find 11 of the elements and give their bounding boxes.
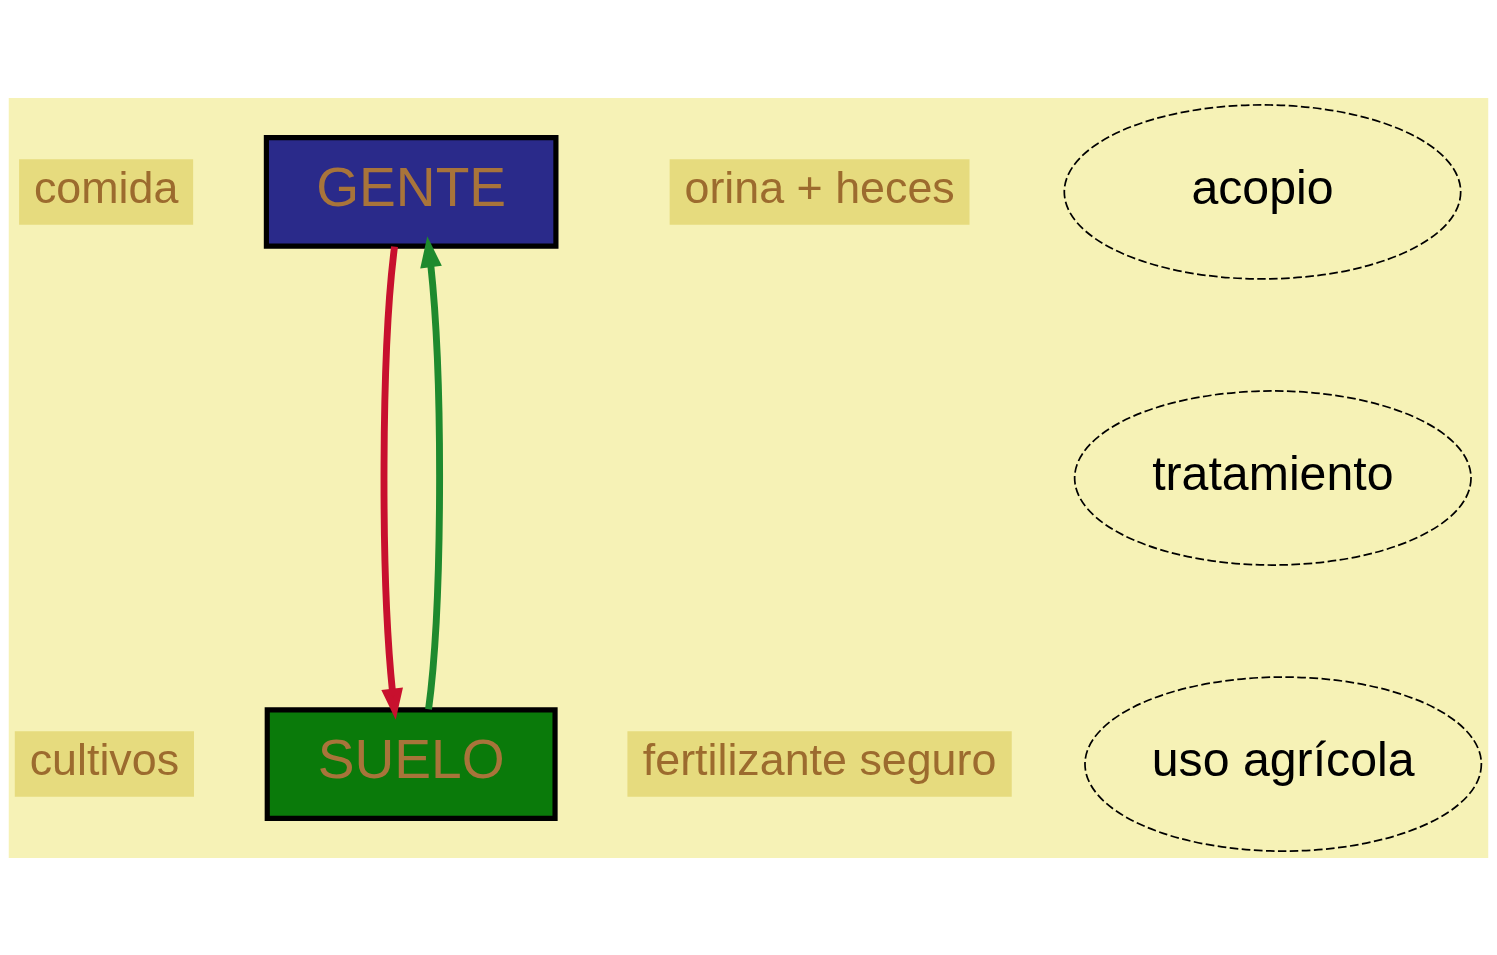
node-box: SUELO (264, 706, 558, 821)
arrow (380, 245, 403, 720)
node-ellipse: acopio (1063, 103, 1462, 280)
arrow (420, 235, 443, 710)
node-box: comida (19, 158, 194, 225)
node-box: cultivos (14, 730, 194, 797)
node-box: GENTE (263, 134, 559, 249)
node-ellipse: uso agrícola (1084, 675, 1483, 852)
node-box: orina + heces (669, 158, 970, 225)
node-ellipse: tratamiento (1073, 389, 1472, 566)
node-box: fertilizante seguro (627, 730, 1012, 797)
